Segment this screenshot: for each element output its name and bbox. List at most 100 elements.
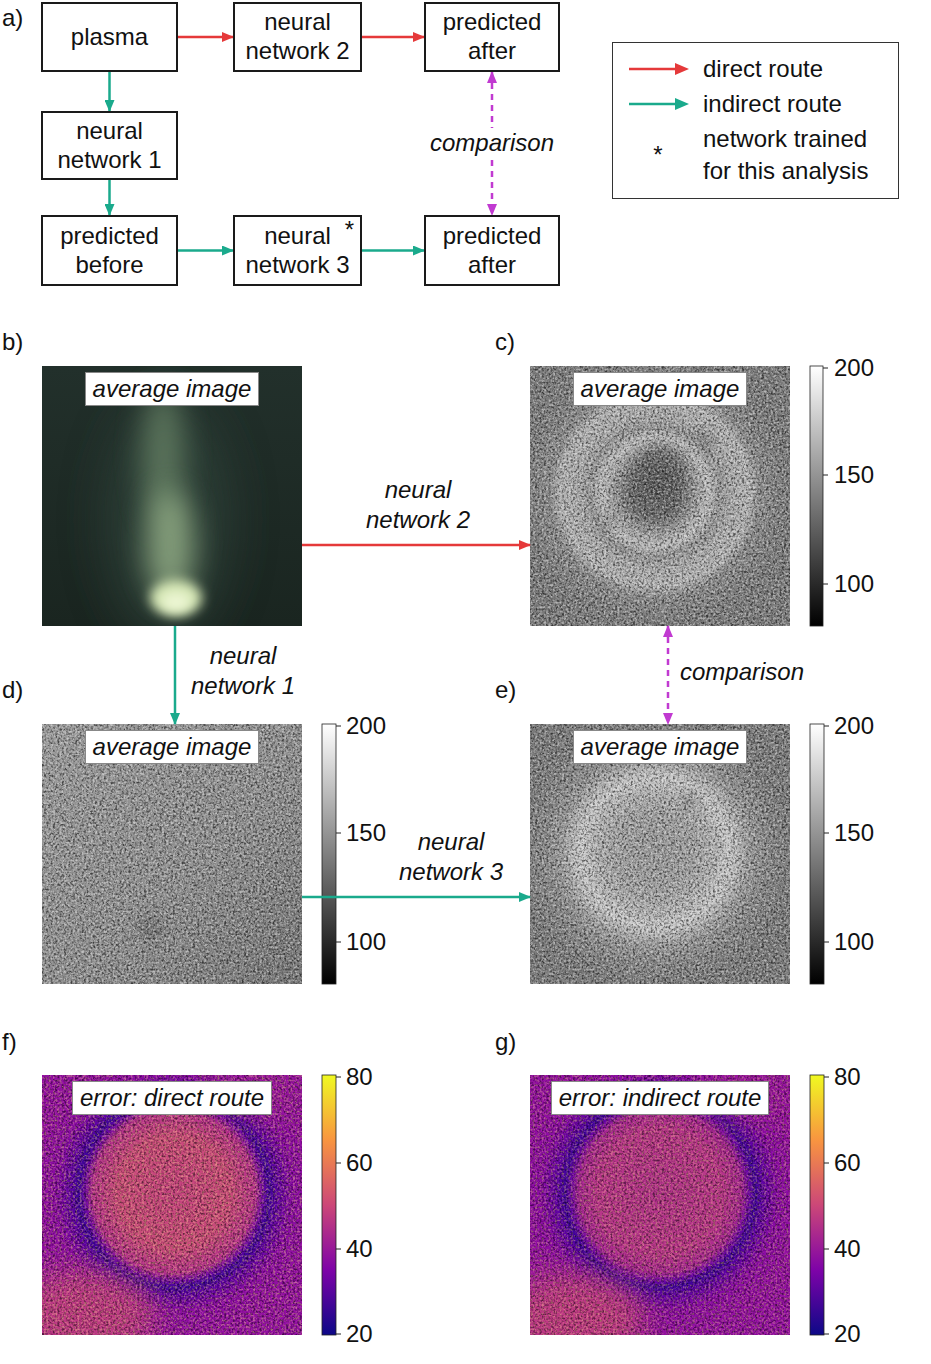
legend-row: network trained for this analysis [627, 123, 888, 185]
edge-label: neural network 2 [343, 475, 493, 535]
tick-label: 20 [346, 1320, 373, 1349]
legend-row: direct route [627, 53, 888, 84]
tick-label: 150 [834, 461, 874, 490]
footnote-mark: * [345, 218, 354, 242]
colorbar-scale [810, 366, 823, 626]
legend-sample [627, 54, 689, 84]
box-label: neural network 1 [49, 117, 170, 175]
flow-arrow [362, 249, 424, 252]
tick-label: 80 [834, 1063, 861, 1092]
noise [530, 366, 790, 626]
arrow-shaft [629, 103, 677, 106]
legend-text: network trained for this analysis [703, 123, 888, 185]
panel-letter: c) [495, 328, 515, 357]
flow-arrow [302, 896, 530, 899]
footnote-mark: * [653, 140, 662, 169]
flow-arrow [174, 626, 177, 724]
noise [42, 1075, 302, 1335]
process-box: predicted before [41, 215, 178, 286]
box-label: predicted before [49, 222, 170, 280]
image-panel: error: direct route [42, 1075, 302, 1335]
box-label: plasma [71, 23, 148, 52]
arrow-head [675, 98, 689, 110]
panel-letter: a) [2, 4, 23, 33]
panel-letter: e) [495, 676, 516, 705]
flow-arrow [108, 180, 111, 215]
image-ground [530, 366, 790, 626]
noise [530, 1075, 790, 1335]
error-map [42, 1075, 302, 1335]
image-ground [530, 1075, 790, 1335]
colorbar [322, 724, 341, 984]
flow-arrow [362, 36, 424, 39]
process-box: neural network 2 [233, 2, 362, 72]
colorbar-scale [322, 724, 336, 984]
legend-sample [627, 89, 689, 119]
legend-arrow [627, 54, 689, 84]
photo-ground [42, 366, 302, 626]
arrow-head [675, 63, 689, 75]
noise [530, 724, 790, 984]
colorbar [322, 1075, 341, 1335]
tick-label: 150 [346, 819, 386, 848]
image-panel: error: indirect route [530, 1075, 790, 1335]
flow-arrow [178, 36, 233, 39]
legend-row: indirect route [627, 88, 888, 119]
flow-arrow [108, 72, 111, 111]
legend-arrow [627, 89, 689, 119]
colorbar-scale [810, 724, 824, 984]
comparison-arrow [667, 626, 670, 724]
grey-image [530, 724, 790, 984]
box-label: neural network 2 [241, 8, 354, 66]
noise [530, 724, 790, 984]
panel-caption: error: direct route [72, 1081, 272, 1115]
process-box: plasma [41, 2, 178, 72]
noise [530, 366, 790, 626]
legend-text: indirect route [703, 88, 842, 119]
tick-label: 200 [346, 712, 386, 741]
legend-text: direct route [703, 53, 823, 84]
tick-mark [823, 368, 828, 584]
plasma-photo [42, 366, 302, 626]
tick-mark [824, 1077, 829, 1334]
colorbar-scale [810, 1075, 824, 1335]
image-panel: average image [530, 724, 790, 984]
panel-caption: average image [573, 372, 748, 406]
plasma-core [150, 580, 202, 616]
panel-letter: b) [2, 328, 23, 357]
tick-label: 80 [346, 1063, 373, 1092]
grey-image [530, 366, 790, 626]
legend-box: direct route indirect route network traine… [612, 42, 899, 199]
tick-label: 40 [834, 1235, 861, 1264]
box-label: neural network 3 [241, 222, 354, 280]
box-label: predicted after [432, 8, 552, 66]
error-map [530, 1075, 790, 1335]
tick-label: 60 [346, 1149, 373, 1178]
tick-label: 100 [346, 928, 386, 957]
grey-image [42, 724, 302, 984]
edge-label: neural network 3 [376, 827, 526, 887]
edge-label: comparison [680, 657, 804, 687]
image-ground [42, 1075, 302, 1335]
tick-mark [336, 726, 341, 942]
process-box: predicted after [424, 215, 560, 286]
panel-caption: average image [85, 372, 260, 406]
panel-caption: average image [85, 730, 260, 764]
tick-mark [336, 1077, 341, 1334]
tick-label: 100 [834, 570, 874, 599]
noise [42, 724, 302, 984]
flow-arrow [302, 544, 530, 547]
panel-letter: g) [495, 1028, 516, 1057]
tick-label: 200 [834, 712, 874, 741]
flow-arrow [178, 249, 233, 252]
tick-label: 20 [834, 1320, 861, 1349]
panel-letter: d) [2, 676, 23, 705]
box-label: predicted after [432, 222, 552, 280]
noise [42, 1075, 302, 1335]
noise [42, 724, 302, 984]
tick-label: 150 [834, 819, 874, 848]
tick-label: 200 [834, 354, 874, 383]
image-panel: average image [42, 366, 302, 626]
tick-mark [824, 726, 829, 942]
